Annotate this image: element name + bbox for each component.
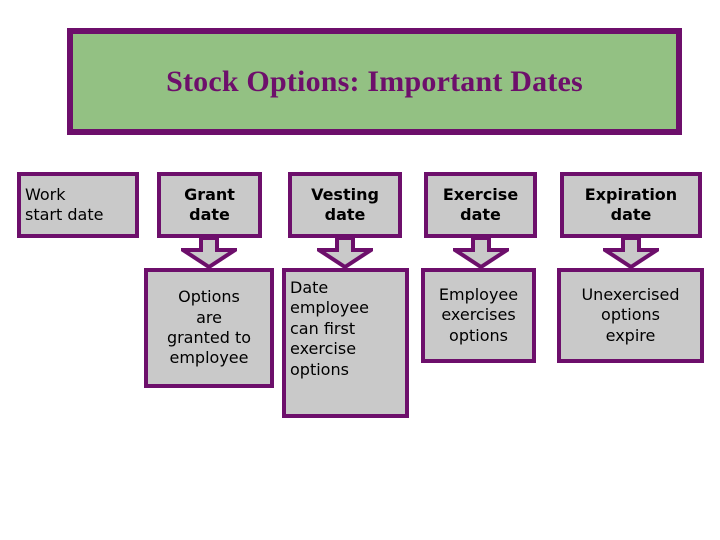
stage-detail-expiration: Unexercised options expire xyxy=(557,268,704,363)
stage-header-exercise: Exercise date xyxy=(424,172,537,238)
stage-detail-vesting: Date employee can first exercise options xyxy=(282,268,409,418)
connector-arrow-exercise xyxy=(453,238,509,268)
stage-header-expiration: Expiration date xyxy=(560,172,702,238)
stage-header-work-start: Work start date xyxy=(17,172,139,238)
connector-arrow-expiration xyxy=(603,238,659,268)
stage-detail-label: Unexercised options expire xyxy=(581,284,680,345)
stage-header-grant: Grant date xyxy=(157,172,262,238)
connector-arrow-vesting xyxy=(317,238,373,268)
stage-detail-label: Options are granted to employee xyxy=(166,287,252,368)
stage-detail-exercise: Employee exercises options xyxy=(421,268,536,363)
title-banner: Stock Options: Important Dates xyxy=(67,28,682,135)
stage-header-label: Expiration date xyxy=(584,184,678,224)
stage-detail-label: Date employee can first exercise options xyxy=(290,278,369,379)
down-arrow-icon xyxy=(603,238,659,268)
stage-header-label: Work start date xyxy=(25,184,104,224)
down-arrow-icon xyxy=(317,238,373,268)
stage-header-label: Exercise date xyxy=(442,184,519,224)
stage-header-label: Vesting date xyxy=(311,184,379,224)
stage-detail-label: Employee exercises options xyxy=(438,284,519,345)
down-arrow-icon xyxy=(453,238,509,268)
connector-arrow-grant xyxy=(181,238,237,268)
stage-detail-grant: Options are granted to employee xyxy=(144,268,274,388)
down-arrow-icon xyxy=(181,238,237,268)
stage-header-label: Grant date xyxy=(184,184,235,224)
stage-header-vesting: Vesting date xyxy=(288,172,402,238)
page-title: Stock Options: Important Dates xyxy=(166,65,583,98)
